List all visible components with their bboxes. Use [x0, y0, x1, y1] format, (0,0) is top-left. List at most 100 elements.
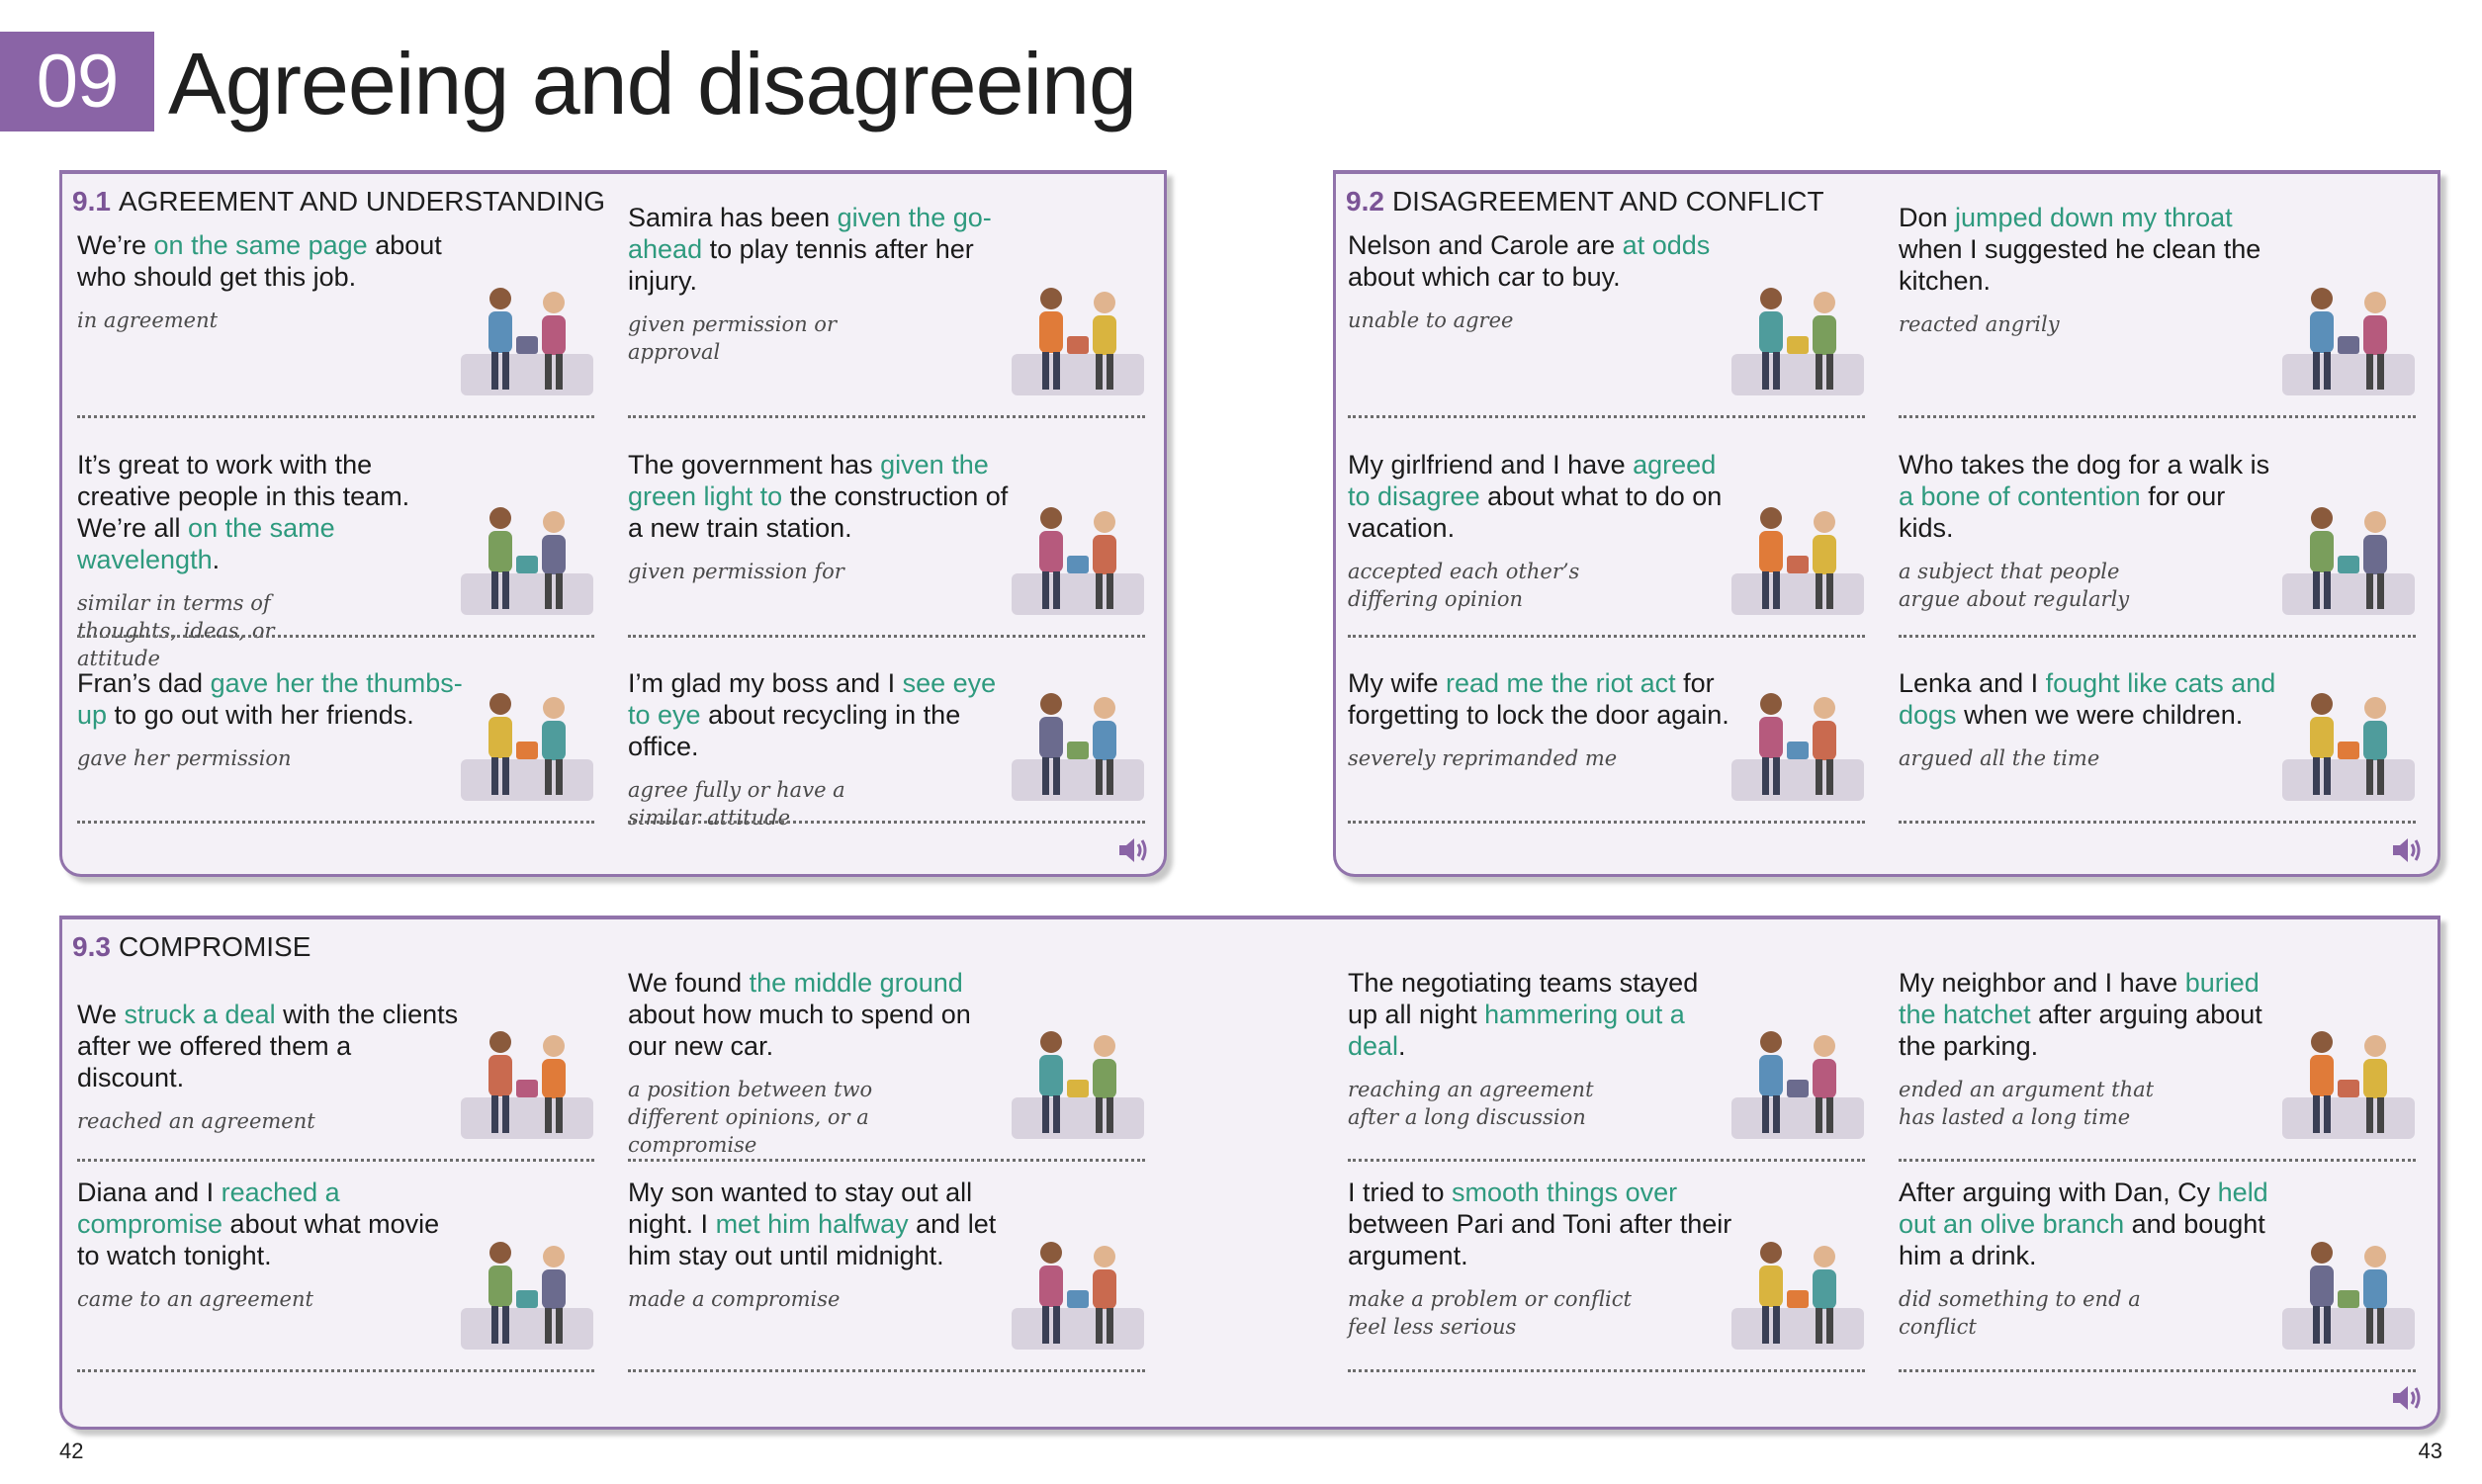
idiom-entry: Samira has been given the go-ahead to pl… — [628, 202, 1147, 366]
idiom-highlight: on the same page — [153, 230, 368, 260]
example-sentence: I’m glad my boss and I see eye to eye ab… — [628, 667, 1014, 762]
idiom-highlight: agreed to disagree — [1348, 450, 1717, 511]
idiom-highlight: reached a compromise — [77, 1178, 340, 1239]
idiom-highlight: hammering out a deal — [1348, 1000, 1685, 1061]
illustration-kids-fighting — [2282, 693, 2415, 801]
sentence-text: The negotiating teams stayed up all nigh… — [1348, 968, 1699, 1029]
idiom-entry: The government has given the green light… — [628, 449, 1147, 585]
idiom-entry: The negotiating teams stayed up all nigh… — [1348, 967, 1867, 1131]
idiom-entry: It’s great to work with the creative peo… — [77, 449, 596, 672]
illustration-kitchen-angry — [2282, 288, 2415, 395]
sentence-text: Who takes the dog for a walk is — [1899, 450, 2270, 480]
illustration-door-reprimand — [1731, 693, 1864, 801]
illustration-movie-posters — [461, 1242, 593, 1350]
idiom-entry: We found the middle ground about how muc… — [628, 967, 1147, 1159]
sentence-text: . — [1398, 1031, 1406, 1061]
chapter-number: 09 — [0, 32, 154, 131]
idiom-highlight: given the green light to — [628, 450, 989, 511]
section-number: 9.2 — [1346, 186, 1384, 217]
dotted-separator — [628, 1159, 1145, 1162]
definition: did something to end a conflict — [1899, 1287, 2141, 1339]
idiom-highlight: the middle ground — [749, 968, 963, 998]
example-sentence: The negotiating teams stayed up all nigh… — [1348, 967, 1733, 1062]
sentence-text: I’m glad my boss and I — [628, 668, 903, 698]
sentence-text: after arguing about the parking. — [1899, 1000, 2262, 1061]
sentence-text: Diana and I — [77, 1178, 222, 1207]
section-title: AGREEMENT AND UNDERSTANDING — [118, 186, 606, 217]
example-sentence: My girlfriend and I have agreed to disag… — [1348, 449, 1733, 544]
sentence-text: when I suggested he clean the kitchen. — [1899, 234, 2261, 296]
example-sentence: I tried to smooth things over between Pa… — [1348, 1177, 1733, 1271]
dotted-separator — [1899, 415, 2416, 418]
sentence-text: It’s great to work with the creative peo… — [77, 450, 410, 543]
example-sentence: My neighbor and I have buried the hatche… — [1899, 967, 2284, 1062]
idiom-highlight: met him halfway — [715, 1209, 909, 1239]
illustration-dog-sofa — [2282, 507, 2415, 615]
dotted-separator — [77, 415, 594, 418]
illustration-car-argument — [1731, 288, 1864, 395]
idiom-highlight: gave her the thumbs-up — [77, 668, 463, 730]
dotted-separator — [1899, 635, 2416, 638]
sentence-text: I tried to — [1348, 1178, 1453, 1207]
example-sentence: The government has given the green light… — [628, 449, 1014, 544]
idiom-highlight: struck a deal — [124, 1000, 276, 1029]
idiom-entry: I’m glad my boss and I see eye to eye ab… — [628, 667, 1147, 831]
definition: reached an agreement — [77, 1109, 315, 1133]
definition: reaching an agreement after a long discu… — [1348, 1078, 1594, 1129]
example-sentence: Diana and I reached a compromise about w… — [77, 1177, 463, 1271]
idiom-entry: After arguing with Dan, Cy held out an o… — [1899, 1177, 2418, 1341]
speaker-icon[interactable] — [2391, 836, 2423, 864]
sentence-text: the construction of a new train station. — [628, 481, 1009, 543]
idiom-highlight: smooth things over — [1452, 1178, 1678, 1207]
sentence-text: about how much to spend on our new car. — [628, 1000, 971, 1061]
dotted-separator — [1899, 821, 2416, 824]
definition: reacted angrily — [1899, 312, 2060, 336]
dotted-separator — [77, 1159, 594, 1162]
definition: make a problem or conflict feel less ser… — [1348, 1287, 1632, 1339]
dotted-separator — [77, 1369, 594, 1372]
idiom-entry: Don jumped down my throat when I suggest… — [1899, 202, 2418, 338]
example-sentence: It’s great to work with the creative peo… — [77, 449, 463, 575]
definition: given permission for — [628, 560, 844, 583]
dotted-separator — [1348, 821, 1865, 824]
illustration-friends-dad — [461, 693, 593, 801]
sentence-text: for our kids. — [1899, 481, 2226, 543]
definition: similar in terms of thoughts, ideas, or … — [77, 591, 275, 670]
dotted-separator — [628, 415, 1145, 418]
sentence-text: when we were children. — [1956, 700, 2244, 730]
dotted-separator — [628, 821, 1145, 824]
dotted-separator — [628, 635, 1145, 638]
sentence-text: about what movie to watch tonight. — [77, 1209, 440, 1270]
speaker-icon[interactable] — [1117, 836, 1149, 864]
idiom-highlight: a bone of contention — [1899, 481, 2141, 511]
illustration-document-hands — [461, 288, 593, 395]
illustration-cars-middle — [1012, 1031, 1144, 1139]
example-sentence: My wife read me the riot act for forgett… — [1348, 667, 1733, 731]
idiom-entry: Diana and I reached a compromise about w… — [77, 1177, 596, 1313]
page-number-right: 43 — [2418, 1439, 2442, 1463]
speaker-icon[interactable] — [2391, 1384, 2423, 1412]
sentence-text: Don — [1899, 203, 1956, 232]
idiom-entry: Who takes the dog for a walk is a bone o… — [1899, 449, 2418, 613]
definition: ended an argument that has lasted a long… — [1899, 1078, 2155, 1129]
sentence-text: for forgetting to lock the door again. — [1348, 668, 1729, 730]
idiom-entry: Fran’s dad gave her the thumbs-up to go … — [77, 667, 596, 772]
page-number-left: 42 — [59, 1439, 84, 1463]
idiom-highlight: see eye to eye — [628, 668, 997, 730]
example-sentence: My son wanted to stay out all night. I m… — [628, 1177, 1014, 1271]
example-sentence: After arguing with Dan, Cy held out an o… — [1899, 1177, 2284, 1271]
sentence-text: to play tennis after her injury. — [628, 234, 974, 296]
example-sentence: Don jumped down my throat when I suggest… — [1899, 202, 2284, 297]
section-title: DISAGREEMENT AND CONFLICT — [1391, 186, 1824, 217]
idiom-entry: Lenka and I fought like cats and dogs wh… — [1899, 667, 2418, 772]
illustration-three-people — [1731, 1242, 1864, 1350]
sentence-text: Nelson and Carole are — [1348, 230, 1623, 260]
dotted-separator — [1348, 1369, 1865, 1372]
example-sentence: We struck a deal with the clients after … — [77, 999, 463, 1093]
sentence-text: about which car to buy. — [1348, 262, 1621, 292]
dotted-separator — [1899, 1369, 2416, 1372]
illustration-tennis-door — [1012, 288, 1144, 395]
